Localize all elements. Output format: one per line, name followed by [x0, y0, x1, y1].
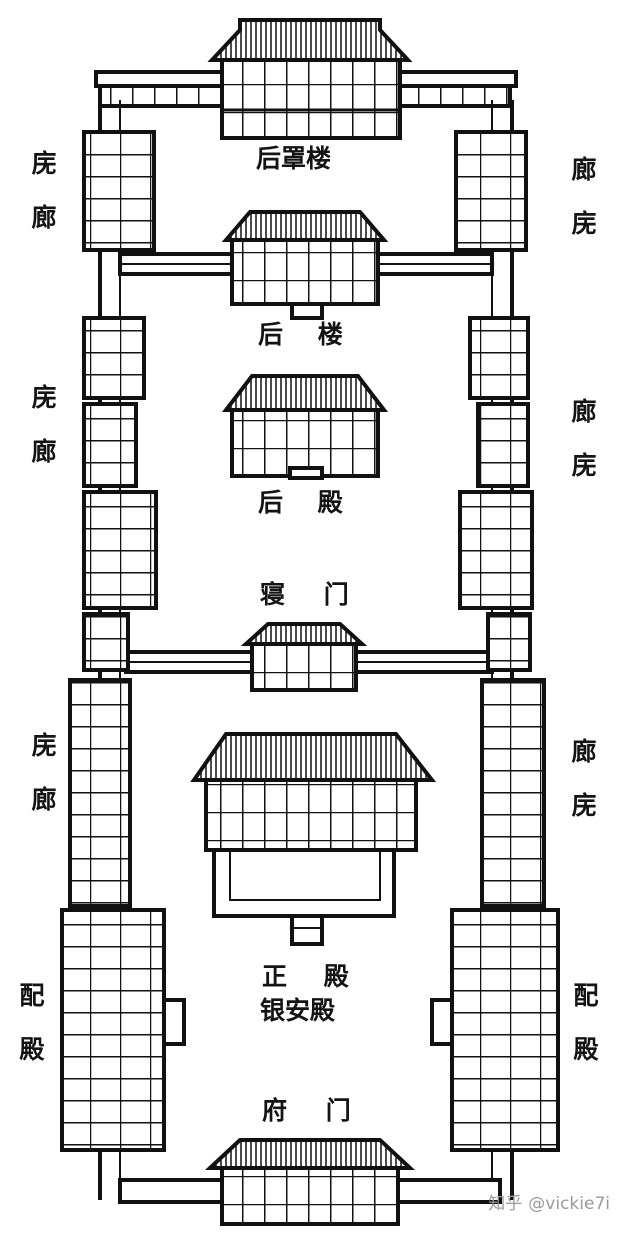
hou-zhao-lou-building — [207, 18, 413, 140]
watermark: 知乎@vickie7i — [488, 1189, 610, 1214]
label-right-corridor-3: 廊 庑 — [568, 738, 597, 817]
hou-lou-building — [221, 210, 389, 320]
east-side-halls — [430, 130, 560, 1152]
label-qin-men: 寝 门 — [260, 580, 349, 609]
label-left-corridor-2: 庑 廊 — [28, 384, 57, 463]
label-hou-zhao-lou: 后罩楼 — [256, 144, 332, 173]
label-fu-men: 府 门 — [262, 1096, 351, 1125]
west-side-halls — [60, 130, 186, 1152]
label-right-corridor-2: 廊 庑 — [568, 398, 597, 477]
label-east-side-hall: 配 殿 — [570, 982, 599, 1061]
zheng-dian-building — [190, 732, 437, 946]
zhihu-logo: 知乎 — [488, 1194, 523, 1214]
label-right-corridor-1: 廊 庑 — [568, 156, 597, 235]
label-zheng-dian: 正 殿 — [262, 962, 349, 991]
hou-dian-building — [221, 374, 389, 480]
label-west-side-hall: 配 殿 — [16, 982, 45, 1061]
label-hou-lou: 后 楼 — [258, 320, 343, 349]
label-left-corridor-3: 庑 廊 — [28, 732, 57, 811]
label-hou-dian: 后 殿 — [258, 488, 343, 517]
label-left-corridor-1: 庑 廊 — [28, 150, 57, 229]
fu-men-gate — [204, 1138, 416, 1226]
label-yin-an-dian: 银安殿 — [260, 996, 336, 1025]
watermark-handle: @vickie7i — [528, 1194, 610, 1214]
qin-men-gate — [240, 622, 368, 692]
